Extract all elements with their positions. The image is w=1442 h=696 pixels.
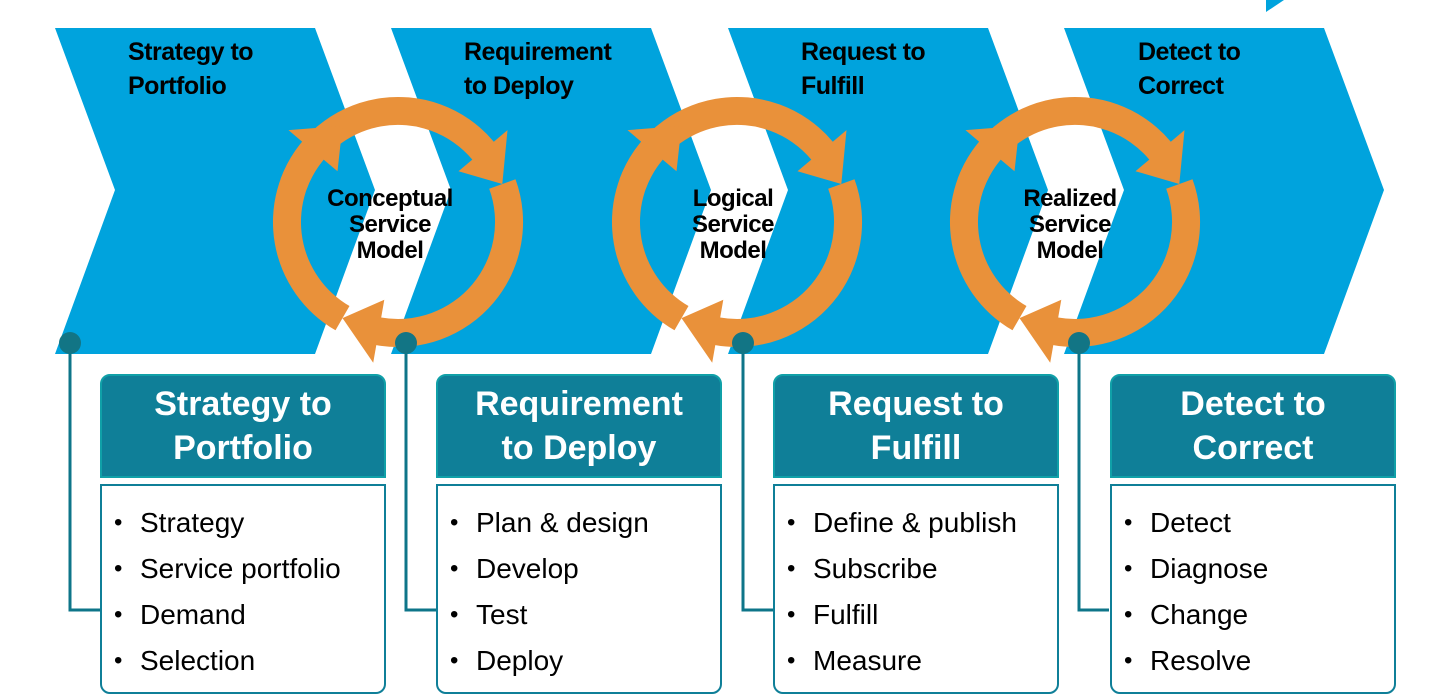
connector-dot-3 xyxy=(732,332,754,354)
list-item: Define & publish xyxy=(775,500,1057,546)
activity-list: Strategy Service portfolio Demand Select… xyxy=(102,500,384,684)
model-1-line-3: Model xyxy=(357,237,424,264)
model-3-line-3: Model xyxy=(1037,237,1104,264)
connector-line-4 xyxy=(1077,343,1109,612)
cycle-arrow-3-segment-1 xyxy=(957,96,1185,189)
model-3-line-2: Service xyxy=(1029,211,1111,238)
chevron-title-3-line-2: Fulfill xyxy=(801,72,864,100)
cycle-arrow-2-segment-2 xyxy=(681,179,863,363)
list-item: Measure xyxy=(775,638,1057,684)
service-model-labels: Conceptual Service Model Logical Service… xyxy=(327,185,1117,264)
card-title-line-1: Requirement xyxy=(475,385,683,423)
list-item: Strategy xyxy=(102,500,384,546)
cycle-arrow-3-segment-3 xyxy=(949,125,1027,331)
card-title-line-2: Correct xyxy=(1192,429,1314,467)
list-item: Service portfolio xyxy=(102,546,384,592)
cycle-arrow-1-segment-1 xyxy=(280,96,508,189)
cycle-arrow-1-segment-3 xyxy=(272,125,350,331)
chevron-title-3-line-1: Request to xyxy=(801,38,925,66)
list-item: Change xyxy=(1112,592,1394,638)
connectors xyxy=(68,343,1109,612)
chevron-title-1-line-2: Portfolio xyxy=(128,72,226,100)
cycle-arrow-2-segment-3 xyxy=(611,125,689,331)
card-body-strategy-to-portfolio: Strategy Service portfolio Demand Select… xyxy=(100,484,386,694)
list-item: Demand xyxy=(102,592,384,638)
model-1-line-1: Conceptual xyxy=(327,185,453,212)
model-1-line-2: Service xyxy=(349,211,431,238)
activity-list: Plan & design Develop Test Deploy xyxy=(438,500,720,684)
cycle-arrows xyxy=(272,96,1201,363)
connector-dot-2 xyxy=(395,332,417,354)
list-item: Plan & design xyxy=(438,500,720,546)
card-header-strategy-to-portfolio: Strategy to Portfolio xyxy=(100,374,386,478)
card-title-line-2: Fulfill xyxy=(870,429,962,467)
list-item: Fulfill xyxy=(775,592,1057,638)
list-item: Detect xyxy=(1112,500,1394,546)
model-2-line-3: Model xyxy=(700,237,767,264)
cycle-arrow-1-segment-2 xyxy=(342,179,524,363)
chevron-titles: Strategy to Portfolio Requirement to Dep… xyxy=(128,38,1241,100)
list-item: Develop xyxy=(438,546,720,592)
card-body-requirement-to-deploy: Plan & design Develop Test Deploy xyxy=(436,484,722,694)
activity-list: Define & publish Subscribe Fulfill Measu… xyxy=(775,500,1057,684)
card-header-request-to-fulfill: Request to Fulfill xyxy=(773,374,1059,478)
model-2-line-1: Logical xyxy=(693,185,774,212)
chevron-title-4-line-1: Detect to xyxy=(1138,38,1241,66)
model-3-line-1: Realized xyxy=(1023,185,1116,212)
chevron-detect-to-correct xyxy=(1064,28,1384,354)
connector-line-1 xyxy=(68,343,100,612)
cycle-arrow-2-segment-1 xyxy=(619,96,847,189)
card-title-line-1: Request to xyxy=(828,385,1004,423)
card-header-detect-to-correct: Detect to Correct xyxy=(1110,374,1396,478)
card-title-line-2: to Deploy xyxy=(501,429,657,467)
chevron-title-2-line-2: to Deploy xyxy=(464,72,574,100)
card-title-line-2: Portfolio xyxy=(173,429,313,467)
connector-dots xyxy=(59,332,1090,354)
connector-line-2 xyxy=(404,343,436,612)
list-item: Deploy xyxy=(438,638,720,684)
card-header-requirement-to-deploy: Requirement to Deploy xyxy=(436,374,722,478)
list-item: Selection xyxy=(102,638,384,684)
model-2-line-2: Service xyxy=(692,211,774,238)
chevron-title-4-line-2: Correct xyxy=(1138,72,1225,100)
cycle-arrow-3-segment-2 xyxy=(1019,179,1201,363)
chevron-title-2-line-1: Requirement xyxy=(464,38,612,66)
connector-line-3 xyxy=(741,343,773,612)
list-item: Resolve xyxy=(1112,638,1394,684)
chevron-title-1-line-1: Strategy to xyxy=(128,38,253,66)
card-title-line-1: Detect to xyxy=(1180,385,1326,423)
connector-dot-4 xyxy=(1068,332,1090,354)
list-item: Test xyxy=(438,592,720,638)
connector-dot-1 xyxy=(59,332,81,354)
corner-accent-shape xyxy=(1266,0,1284,12)
list-item: Diagnose xyxy=(1112,546,1394,592)
activity-list: Detect Diagnose Change Resolve xyxy=(1112,500,1394,684)
list-item: Subscribe xyxy=(775,546,1057,592)
card-title-line-1: Strategy to xyxy=(154,385,332,423)
card-body-request-to-fulfill: Define & publish Subscribe Fulfill Measu… xyxy=(773,484,1059,694)
card-body-detect-to-correct: Detect Diagnose Change Resolve xyxy=(1110,484,1396,694)
